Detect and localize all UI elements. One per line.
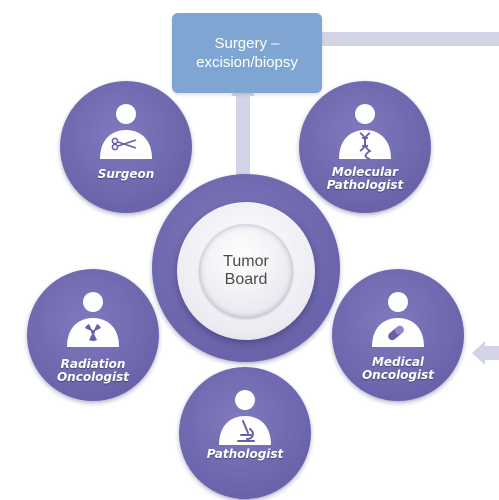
- radiation-oncologist-line-1: Radiation: [60, 357, 126, 371]
- surgeon-label: Surgeon: [86, 168, 166, 181]
- surgeon-with-scissors-icon: [100, 104, 152, 159]
- pathologist-label-text: Pathologist: [206, 447, 284, 461]
- dna-doctor-icon: [339, 104, 391, 160]
- pill-doctor-icon: [372, 292, 424, 347]
- surgery-line-2: excision/biopsy: [196, 54, 298, 71]
- medical-oncologist-line-2: Oncologist: [361, 368, 435, 382]
- tumor-board-line-2: Board: [224, 271, 268, 288]
- left-arrow-head: [472, 341, 485, 365]
- radiation-oncologist-label: Radiation Oncologist: [48, 358, 138, 384]
- radiation-oncologist-line-2: Oncologist: [56, 370, 130, 384]
- pathologist-label: Pathologist: [200, 448, 290, 461]
- microscope-doctor-icon: [219, 390, 271, 445]
- surgeon-label-text: Surgeon: [97, 167, 155, 181]
- tumor-board-line-1: Tumor: [223, 253, 269, 270]
- top-right-connector: [322, 32, 499, 46]
- surgery-line-1: Surgery –: [214, 35, 280, 52]
- tumor-board-label: Tumor Board: [199, 224, 293, 318]
- medical-oncologist-label: Medical Oncologist: [353, 356, 443, 382]
- right-connector: [484, 346, 499, 360]
- molecular-pathologist-line-2: Pathologist: [326, 178, 404, 192]
- surgery-excision-biopsy-box: Surgery – excision/biopsy: [172, 13, 322, 93]
- molecular-pathologist-line-1: Molecular: [331, 165, 399, 179]
- radiation-doctor-icon: [67, 292, 119, 347]
- medical-oncologist-line-1: Medical: [371, 355, 425, 369]
- molecular-pathologist-label: Molecular Pathologist: [320, 166, 410, 192]
- tumor-board-core: [199, 224, 293, 318]
